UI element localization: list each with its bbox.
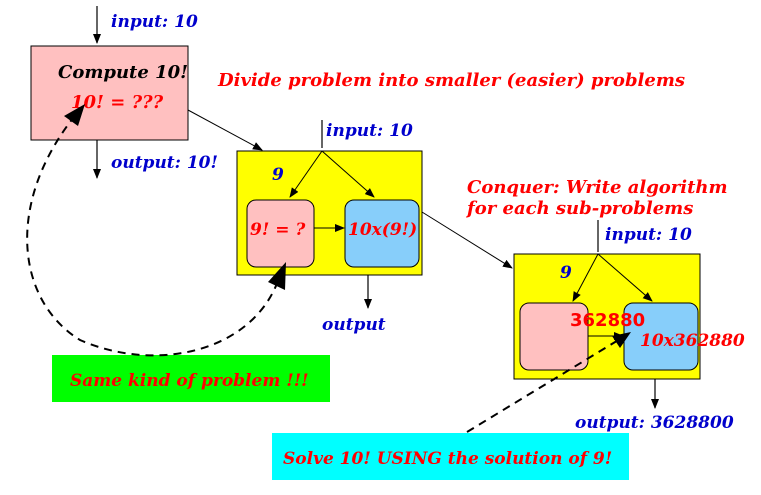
right-input-label: input: 10 [605,225,692,245]
divide-note: Divide problem into smaller (easier) pro… [217,70,685,91]
right-split-right-arrow [597,253,653,302]
top-to-middle-arrow [187,109,263,151]
right-split-value: 9 [560,263,572,283]
middle-combine-label: 10x(9!) [348,220,417,240]
top-box-title: Compute 10! [58,62,188,83]
right-split-left-arrow [572,253,599,302]
middle-output-label: output [322,315,386,335]
solve-label: Solve 10! USING the solution of 9! [283,449,612,469]
middle-split-right-arrow [321,150,375,198]
middle-subproblem-box [246,199,315,268]
middle-input-label: input: 10 [326,121,413,141]
solve-dashed-arrow [466,335,626,433]
middle-combine-box [344,199,420,268]
recursion-loop-head-top [64,104,85,126]
middle-split-left-arrow [289,150,323,198]
right-output-label: output: 3628800 [575,413,734,433]
conquer-note-line1: Conquer: Write algorithm [467,177,728,198]
recursion-loop-head-bottom [268,262,286,290]
middle-to-right-arrow [421,211,513,269]
top-input-label: input: 10 [111,12,198,32]
solve-dashed-arrow-head [612,332,631,348]
top-output-label: output: 10! [111,153,218,173]
right-result-value: 362880 [570,310,645,331]
top-problem-box [30,45,189,141]
middle-subproblem-label: 9! = ? [250,220,306,240]
middle-split-value: 9 [272,165,284,185]
same-kind-box [52,355,330,402]
same-kind-label: Same kind of problem !!! [70,371,309,391]
top-box-expr: 10! = ??? [71,92,164,113]
conquer-note-line2: for each sub-problems [465,198,693,219]
right-combine-label: 10x362880 [640,331,745,351]
solve-box [272,433,629,480]
recursion-loop-curve [26,111,283,357]
